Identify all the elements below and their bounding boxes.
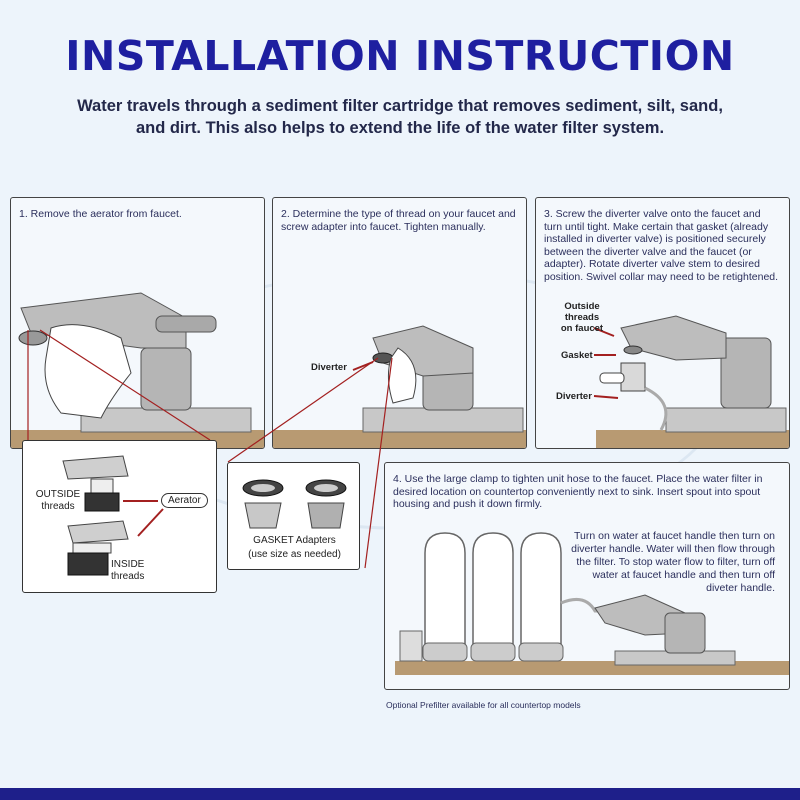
step-3-illustration [593,315,789,448]
inside-threads-label: INSIDE threads [111,559,145,582]
step-4-panel: 4. Use the large clamp to tighten unit h… [384,462,790,690]
step-1-text: 1. Remove the aerator from faucet. [19,208,182,220]
diverter-label-step3: Diverter [556,391,592,402]
use-size-label: (use size as needed) [248,549,341,560]
prefilter-footnote: Optional Prefilter available for all cou… [386,700,581,710]
gasket-adapters-label: GASKET Adapters [253,535,336,546]
aerator-illustration [62,455,164,576]
step-2-text: 2. Determine the type of thread on your … [281,208,516,233]
outside-threads-faucet-label: Outside threads on faucet [560,301,604,334]
step-4-text: 4. Use the large clamp to tighten unit h… [393,473,763,510]
step-2-panel: 2. Determine the type of thread on your … [272,197,527,449]
gasket-adapters-inset: GASKET Adapters (use size as needed) [227,462,360,570]
step-3-panel: 3. Screw the diverter valve onto the fau… [535,197,790,449]
gasket-adapters-illustration [242,479,347,529]
page-title: INSTALLATION INSTRUCTION [65,32,735,80]
intro-text: Water travels through a sediment filter … [77,97,723,137]
step-3-text: 3. Screw the diverter valve onto the fau… [544,208,779,283]
step-4-note: Turn on water at faucet handle then turn… [571,530,775,594]
aerator-threads-inset: OUTSIDE threads INSIDE threads Aerator [22,440,217,593]
aerator-label: Aerator [161,493,208,508]
step-2-illustration [273,325,526,448]
diverter-label-step2: Diverter [311,362,347,373]
step-4-illustration [395,532,789,675]
gasket-label: Gasket [561,350,593,361]
outside-threads-label: OUTSIDE threads [35,489,81,512]
bottom-bar [0,788,800,800]
